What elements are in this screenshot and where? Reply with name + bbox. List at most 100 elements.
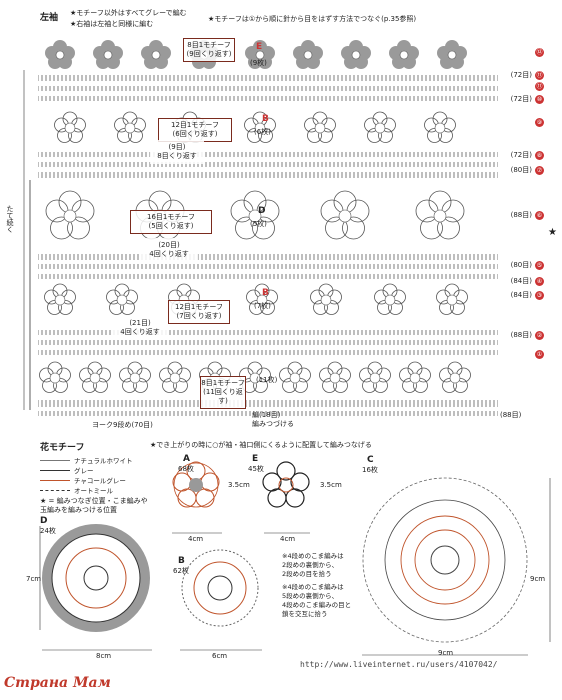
row-label: ⑫ bbox=[532, 48, 544, 57]
legend-label: グレー bbox=[74, 467, 94, 475]
instruction-line: ※4段めのこま編みは bbox=[282, 552, 344, 560]
legend: ナチュラルホワイト グレー チャコールグレー オートミール ★ = 編みつなぎ位… bbox=[40, 455, 160, 515]
row-number-badge: ① bbox=[535, 350, 544, 359]
row-number-badge: ⑪ bbox=[535, 82, 544, 91]
motif-b2-label: B bbox=[262, 288, 269, 298]
instruction-line: ※4段めのこま編みは bbox=[282, 583, 344, 591]
row-number-badge: ⑩ bbox=[535, 94, 544, 104]
total-stitches-label: (88目) bbox=[500, 411, 522, 419]
row-label-count: (88目) bbox=[510, 211, 532, 219]
motif-b-width: 6cm bbox=[212, 652, 228, 660]
motif-d-size: 7cm bbox=[26, 575, 42, 583]
row-number-badge: ⑧ bbox=[535, 150, 544, 160]
row-number-badge: ⑨ bbox=[535, 118, 544, 127]
instruction-line: 4段めのこま編みの目と bbox=[282, 601, 352, 609]
row-number-badge: ④ bbox=[535, 276, 544, 286]
motif-b-diagram bbox=[181, 549, 259, 627]
note-3: ★モチーフは①から順に針から目をはずす方法でつなぐ(p.35参照) bbox=[208, 15, 417, 23]
legend-label: ナチュラルホワイト bbox=[74, 457, 133, 465]
motif-d-id: D bbox=[40, 516, 48, 526]
sleeve-chart: ★ bbox=[23, 39, 557, 416]
row-label-count: (72目) bbox=[510, 151, 532, 159]
repeat-box-r20: (20目) 4回くり返す bbox=[140, 238, 198, 262]
row-label: (72目)⑪ bbox=[511, 70, 544, 80]
source-url: http://www.liveinternet.ru/users/4107042… bbox=[300, 660, 498, 669]
repeat-box-e: 8目1モチーフ (9回くり返す) bbox=[183, 38, 235, 62]
yoke-label: ヨーク9段め(70目) bbox=[92, 421, 153, 429]
repeat-box-r4-title: 12目1モチーフ bbox=[175, 303, 223, 311]
legend-item-0: ナチュラルホワイト bbox=[40, 455, 160, 465]
instruction-line: 鎖を交互に拾う bbox=[282, 610, 328, 618]
repeat-box-e-sub: (9回くり返す) bbox=[186, 50, 232, 58]
repeat-box-r1-title: 8目1モチーフ bbox=[201, 379, 245, 387]
repeat-box-r9: (9目) 8目くり返す bbox=[150, 140, 204, 164]
motif-e-label: E bbox=[256, 42, 263, 52]
motif-e-width: 4cm bbox=[280, 535, 296, 543]
row-label: (84目)③ bbox=[511, 290, 544, 300]
row-number-badge: ⑤ bbox=[535, 260, 544, 270]
motif-b1-count: (6枚) bbox=[254, 128, 271, 136]
repeat-box-e-title: 8目1モチーフ bbox=[187, 41, 231, 49]
motif-d-width: 8cm bbox=[96, 652, 112, 660]
repeat-box-r9-title: (9目) bbox=[168, 143, 186, 151]
motif-a-count: 68枚 bbox=[178, 465, 194, 473]
row-label-count: (72目) bbox=[510, 95, 532, 103]
motif-d-label: D bbox=[258, 206, 266, 216]
repeat-box-r7-title: 16目1モチーフ bbox=[147, 213, 195, 221]
row-label: (88目)⑥ bbox=[511, 210, 544, 220]
motif-d-diagram bbox=[42, 524, 150, 632]
motif-a-diagram bbox=[172, 461, 220, 508]
row-number-badge: ③ bbox=[535, 290, 544, 300]
legend-label: チャコールグレー bbox=[74, 477, 126, 485]
repeat-box-r7: 16目1モチーフ (5回くり返す) bbox=[130, 210, 212, 234]
row-number-badge: ⑪ bbox=[535, 70, 544, 80]
motif-diagrams bbox=[39, 461, 551, 656]
repeat-box-r10: 12目1モチーフ (6回くり返す) bbox=[158, 118, 232, 142]
side-label: たて続く bbox=[6, 205, 14, 233]
repeat-box-r9-sub: 8目くり返す bbox=[157, 152, 197, 160]
row-label: (72目)⑧ bbox=[511, 150, 544, 160]
motif-e-count: (9枚) bbox=[250, 59, 267, 67]
row-label: ⑨ bbox=[532, 118, 544, 127]
legend-label: オートミール bbox=[74, 487, 113, 495]
row-label: (88目)② bbox=[511, 330, 544, 340]
motif-c-width: 9cm bbox=[438, 649, 454, 657]
page-title: 左袖 bbox=[40, 13, 59, 23]
instruction-line: 5段めの裏側から、 bbox=[282, 592, 339, 600]
legend-item-3: オートミール bbox=[40, 485, 160, 495]
row-label: (80目)⑦ bbox=[511, 165, 544, 175]
row-number-badge: ⑫ bbox=[535, 48, 544, 57]
row-label-count: (84目) bbox=[510, 291, 532, 299]
motif-e-count2: 45枚 bbox=[248, 465, 264, 473]
repeat-box-r20-sub: 4回くり返す bbox=[149, 250, 189, 258]
motif-section-note: ★でき上がりの時に○が袖・袖口側にくるように配置して編みつなげる bbox=[150, 441, 372, 449]
repeat-box-r21: (21目) 4回くり返す bbox=[112, 316, 168, 340]
legend-item-2: チャコールグレー bbox=[40, 475, 160, 485]
repeat-box-r1-sub: (11回くり返す) bbox=[203, 388, 243, 405]
instruction-line: 2段めの目を拾う bbox=[282, 570, 332, 578]
legend-item-1: グレー bbox=[40, 465, 160, 475]
repeat-box-r4-sub: (7回くり返す) bbox=[176, 312, 222, 320]
repeat-box-r21-title: (21目) bbox=[129, 319, 151, 327]
row-label-count: (72目) bbox=[510, 71, 532, 79]
note-1: ★モチーフ以外はすべてグレーで編む bbox=[70, 9, 187, 17]
knit-label: 編(18目) bbox=[252, 411, 281, 419]
motif-e-diagram bbox=[262, 461, 310, 508]
row-number-badge: ② bbox=[535, 330, 544, 340]
repeat-box-r20-title: (20目) bbox=[158, 241, 180, 249]
motif-section-title: 花モチーフ bbox=[40, 443, 85, 453]
repeat-box-r7-sub: (5回くり返す) bbox=[148, 222, 194, 230]
row-number-badge: ⑥ bbox=[535, 210, 544, 220]
repeat-box-r21-sub: 4回くり返す bbox=[120, 328, 160, 336]
note-2: ★右袖は左袖と同様に編む bbox=[70, 20, 154, 28]
legend-note: ★ = 編みつなぎ位置・こま編みや 玉編みを編みつける位置 bbox=[40, 497, 148, 514]
row-label: (80目)⑤ bbox=[511, 260, 544, 270]
row-number-badge: ⑦ bbox=[535, 165, 544, 175]
row-label: (72目)⑩ bbox=[511, 94, 544, 104]
motif-e-size: 3.5cm bbox=[320, 481, 342, 489]
motif-e-id: E bbox=[252, 454, 259, 464]
motif-b1-label: B bbox=[262, 114, 269, 124]
svg-text:★: ★ bbox=[548, 227, 557, 238]
row-label: ① bbox=[532, 350, 544, 359]
row-label-count: (80目) bbox=[510, 166, 532, 174]
